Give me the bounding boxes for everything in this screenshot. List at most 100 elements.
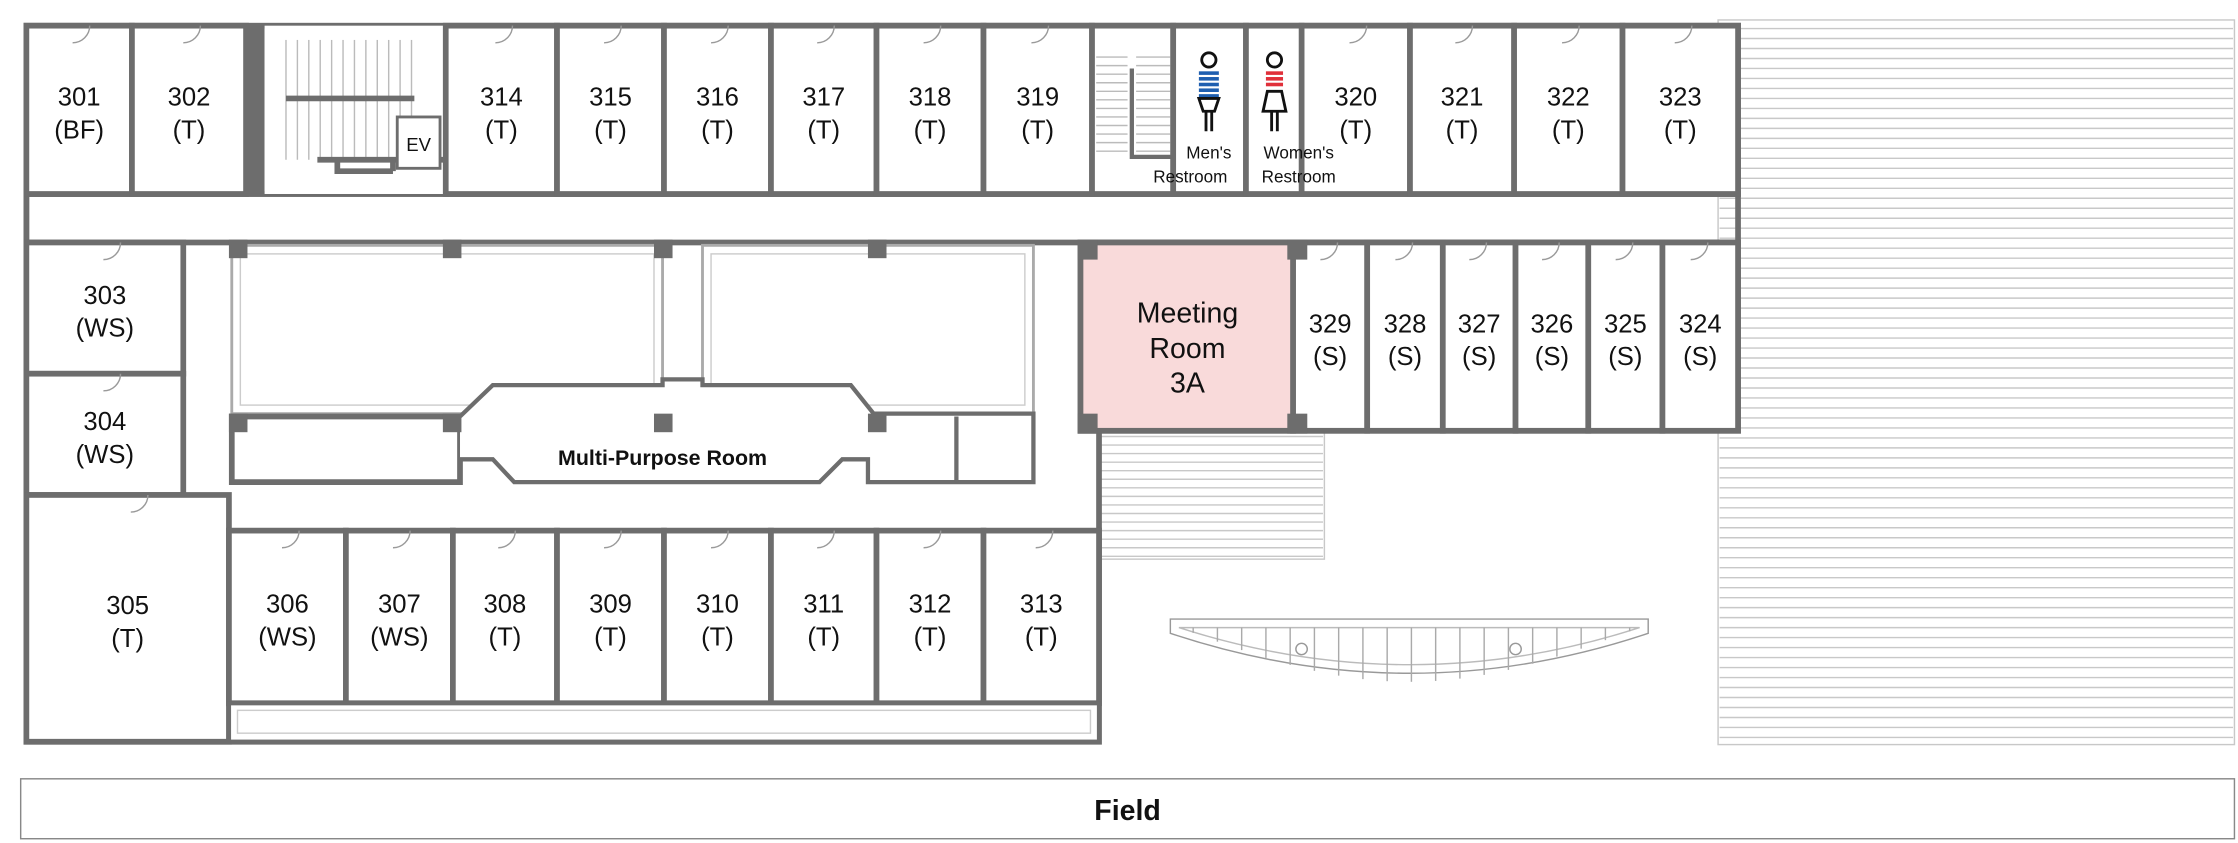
room-type: (T): [914, 116, 947, 144]
room-number: 303: [83, 282, 126, 310]
wall-block: [246, 25, 265, 194]
room-number: 314: [480, 84, 523, 112]
room-number: 316: [696, 84, 739, 112]
room-number: 302: [168, 84, 211, 112]
room-number: 309: [589, 591, 632, 619]
room-type: (T): [111, 625, 144, 653]
room-number: 311: [803, 591, 844, 619]
room-301[interactable]: 301(BF): [23, 22, 135, 197]
room-number: 325: [1604, 310, 1647, 338]
room-329[interactable]: 329 (S): [1290, 239, 1371, 434]
womens-restroom[interactable]: Women's Restroom: [1243, 22, 1336, 197]
terrace-area: [1098, 430, 1326, 560]
room-309[interactable]: 309 (T): [554, 527, 667, 707]
room-type: (T): [594, 623, 627, 651]
multi-purpose-label: Multi-Purpose Room: [558, 446, 767, 470]
room-302[interactable]: 302 (T): [129, 22, 249, 197]
room-type: (T): [701, 623, 734, 651]
room-304[interactable]: 304 (WS): [23, 370, 187, 498]
room-number: 320: [1334, 84, 1377, 112]
room-number: 322: [1547, 84, 1590, 112]
room-number: 321: [1441, 84, 1484, 112]
room-number: 326: [1531, 310, 1574, 338]
room-314[interactable]: 314 (T): [442, 22, 560, 197]
room-303[interactable]: 303 (WS): [23, 239, 187, 377]
room-type: (S): [1683, 343, 1717, 371]
room-312[interactable]: 312 (T): [873, 527, 987, 707]
mens-icon: [1196, 96, 1221, 132]
room-310[interactable]: 310 (T): [661, 527, 774, 707]
deck-area: [1717, 19, 2236, 746]
room-322[interactable]: 322(T): [1511, 22, 1626, 197]
room-type: (T): [1339, 116, 1372, 144]
room-number: 319: [1016, 84, 1059, 112]
room-type: (S): [1313, 343, 1347, 371]
room-type: (WS): [76, 315, 134, 343]
room-number: 310: [696, 591, 739, 619]
room-324[interactable]: 324 (S): [1659, 239, 1741, 434]
room-type: (T): [489, 623, 522, 651]
room-326[interactable]: 326 (S): [1512, 239, 1592, 434]
room-number: 329: [1309, 310, 1352, 338]
room-type: (T): [173, 116, 206, 144]
room-type: (T): [485, 116, 518, 144]
room-327[interactable]: 327(S): [1439, 239, 1519, 434]
room-315[interactable]: 315 (T): [554, 22, 667, 197]
womens-icon: [1261, 89, 1288, 132]
room-306[interactable]: 306 (WS): [226, 527, 349, 707]
room-type: (WS): [76, 441, 134, 469]
room-type: (T): [914, 623, 947, 651]
room-321[interactable]: 321 (T): [1407, 22, 1517, 197]
room-number: 315: [589, 84, 632, 112]
room-type: (WS): [258, 623, 316, 651]
room-type: (S): [1388, 343, 1422, 371]
room-325[interactable]: 325 (S): [1585, 239, 1666, 434]
field[interactable]: Field: [19, 778, 2236, 840]
stairwell: EV: [264, 25, 446, 194]
room-type: (BF): [54, 116, 104, 144]
meeting-label-2: Room: [1149, 333, 1225, 365]
room-number: 318: [909, 84, 952, 112]
room-305[interactable]: 305 (T): [23, 492, 232, 745]
room-307[interactable]: 307(WS): [343, 527, 456, 707]
room-type: (T): [594, 116, 627, 144]
room-type: (S): [1608, 343, 1642, 371]
room-318[interactable]: 318 (T): [873, 22, 987, 197]
room-313[interactable]: 313(T): [980, 527, 1102, 707]
field-label: Field: [1094, 795, 1161, 827]
room-type: (S): [1535, 343, 1569, 371]
elevator-label: EV: [406, 134, 431, 155]
room-317[interactable]: 317 (T): [768, 22, 880, 197]
room-number: 327: [1458, 310, 1501, 338]
bench-arc: [1169, 618, 1649, 682]
room-number: 306: [266, 591, 309, 619]
stairwell-2: [1089, 22, 1177, 197]
meeting-room-3a[interactable]: Meeting Room 3A: [1077, 239, 1308, 434]
multi-purpose-room[interactable]: Multi-Purpose Room: [228, 239, 1036, 485]
room-number: 304: [83, 408, 126, 436]
room-type: (T): [807, 623, 840, 651]
room-number: 324: [1679, 310, 1722, 338]
room-type: (T): [807, 116, 840, 144]
room-number: 312: [909, 591, 952, 619]
room-319[interactable]: 319 (T): [980, 22, 1095, 197]
room-323[interactable]: 323 (T): [1619, 22, 1741, 197]
room-type: (T): [1446, 116, 1479, 144]
meeting-label-1: Meeting: [1137, 297, 1238, 329]
room-311[interactable]: 311 (T): [768, 527, 880, 707]
mens-label-2: Restroom: [1153, 168, 1227, 187]
room-number: 313: [1020, 591, 1063, 619]
room-type: (T): [1021, 116, 1054, 144]
room-number: 323: [1659, 84, 1702, 112]
room-320[interactable]: 320 (T): [1298, 22, 1413, 197]
room-number: 305: [106, 592, 149, 620]
mens-restroom[interactable]: Men's Restroom: [1153, 22, 1249, 197]
room-308[interactable]: 308(T): [450, 527, 560, 707]
meeting-label-3: 3A: [1170, 367, 1205, 399]
room-328[interactable]: 328(S): [1364, 239, 1446, 434]
room-316[interactable]: 316(T): [661, 22, 774, 197]
room-type: (T): [1664, 116, 1697, 144]
room-number: 307: [378, 591, 421, 619]
room-number: 317: [802, 84, 845, 112]
